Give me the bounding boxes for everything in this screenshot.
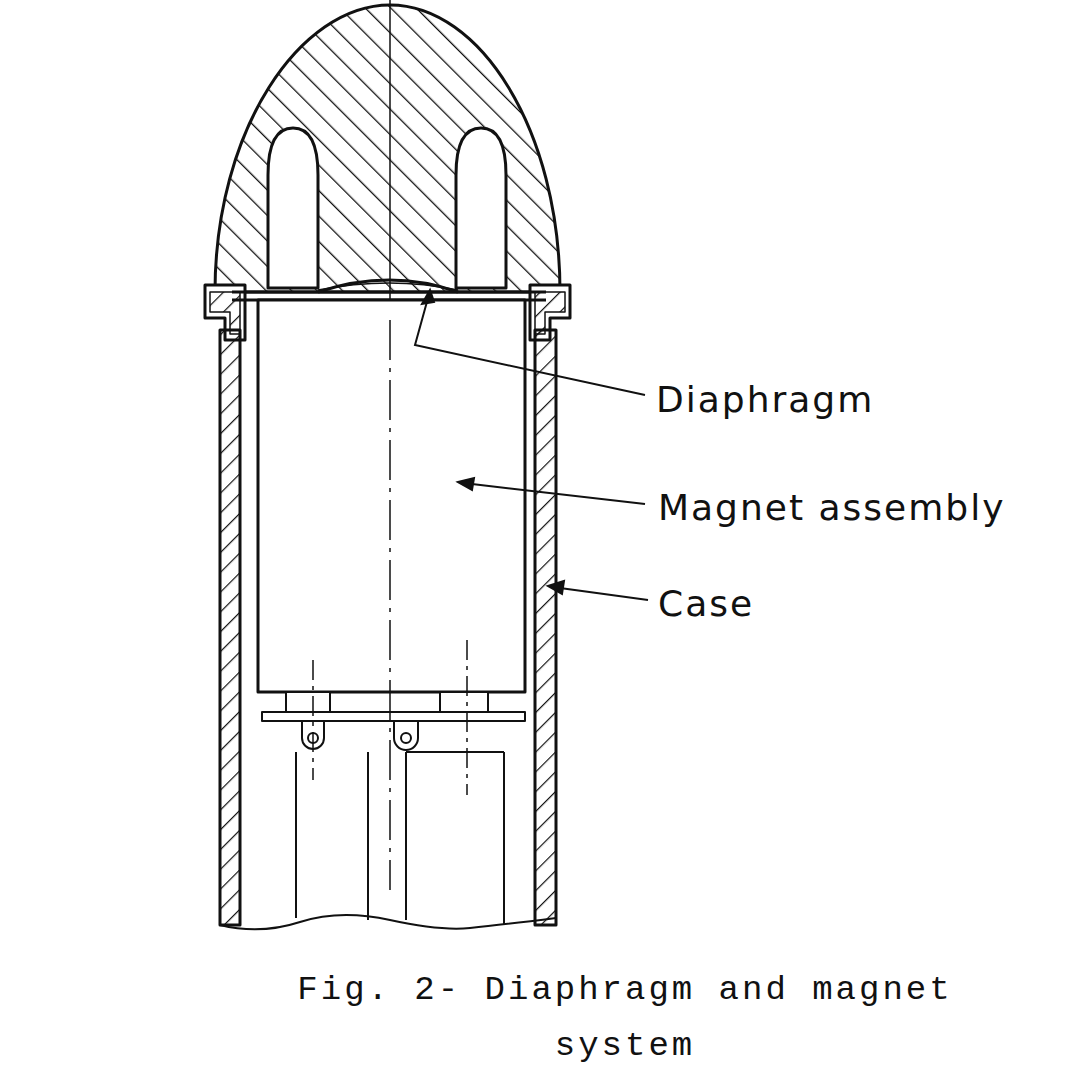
figure-caption: Fig. 2- Diaphragm and magnet system (270, 962, 980, 1074)
part-label: Case (658, 586, 754, 622)
leader-line (415, 290, 648, 600)
center-line (313, 0, 467, 890)
part-label: Magnet assembly (658, 490, 1005, 526)
housing-outline (205, 5, 570, 929)
part-label: Diaphragm (656, 382, 874, 418)
